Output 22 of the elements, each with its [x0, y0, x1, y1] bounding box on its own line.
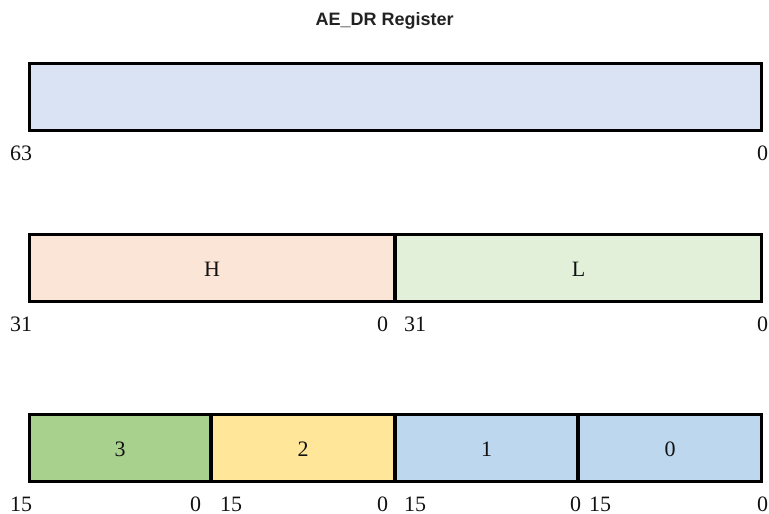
bit-index: 15 — [10, 493, 32, 514]
bit-index: 0 — [757, 142, 768, 164]
register-field: L — [394, 233, 763, 303]
bit-index: 31 — [404, 313, 426, 335]
bit-index: 0 — [570, 493, 581, 514]
bit-index: 63 — [10, 142, 32, 164]
bit-index: 0 — [377, 313, 388, 335]
bit-index: 0 — [757, 493, 768, 514]
bit-index: 31 — [10, 313, 32, 335]
bit-index: 0 — [377, 493, 388, 514]
title: AE_DR Register — [315, 8, 454, 31]
register-field: 2 — [210, 413, 396, 483]
register-bar — [28, 62, 763, 132]
bit-index: 15 — [220, 493, 242, 514]
register-field: 0 — [577, 413, 763, 483]
register-field: H — [28, 233, 396, 303]
bit-index: 15 — [589, 493, 611, 514]
bit-index: 0 — [190, 493, 201, 514]
register-field: 3 — [28, 413, 212, 483]
bit-index: 15 — [404, 493, 426, 514]
register-field: 1 — [394, 413, 579, 483]
bit-index: 0 — [757, 313, 768, 335]
